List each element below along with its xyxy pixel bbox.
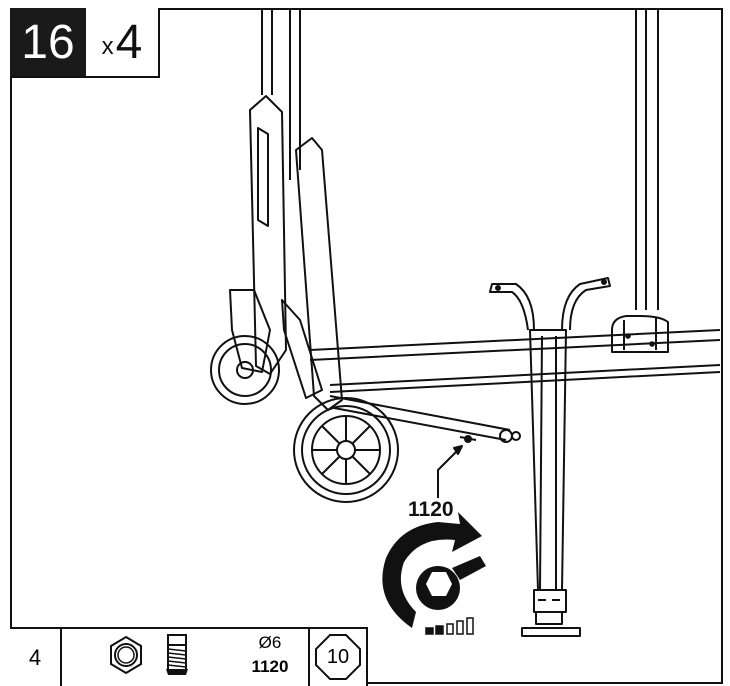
parts-quantity: 4 <box>10 629 62 686</box>
part-diameter: Ø6 <box>258 633 282 652</box>
step-header: 16 x 4 <box>10 8 160 78</box>
part-spec: Ø6 1120 <box>230 631 310 679</box>
reference-badge: 10 <box>310 629 368 686</box>
wrench-rotate-icon <box>382 512 486 628</box>
reference-number: 10 <box>326 646 350 668</box>
multiplier-prefix: x <box>101 33 114 60</box>
parts-icons: Ø6 1120 <box>62 629 310 686</box>
bolt-icon <box>166 634 188 675</box>
step-number: 16 <box>10 8 86 76</box>
torque-level-icon <box>425 617 474 635</box>
multiplier-value: 4 <box>115 15 143 69</box>
part-callout-label: 1120 <box>408 498 454 521</box>
hex-nut-icon <box>110 635 142 675</box>
step-multiplier: x 4 <box>86 8 158 76</box>
parts-list: 4 Ø6 1120 10 <box>10 627 368 686</box>
octagon-icon <box>315 634 361 680</box>
part-code: 1120 <box>251 657 289 676</box>
